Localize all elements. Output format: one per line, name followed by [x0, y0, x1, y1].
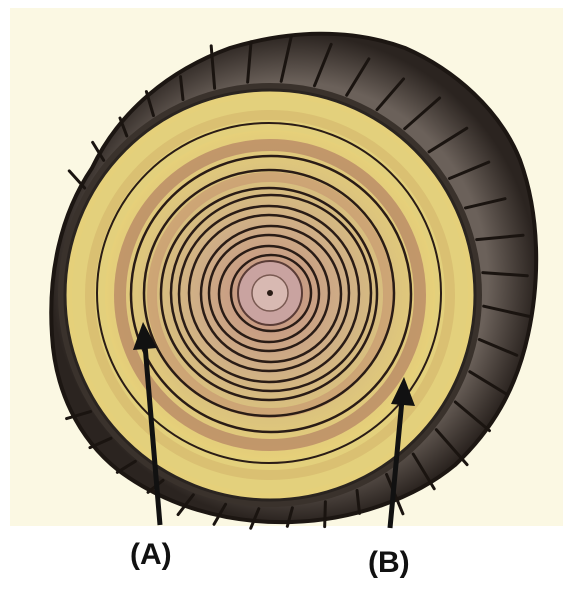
label-b: (B)	[368, 548, 410, 578]
label-a: (A)	[130, 540, 172, 570]
bark-crack	[325, 502, 326, 527]
pith-center	[267, 290, 273, 296]
